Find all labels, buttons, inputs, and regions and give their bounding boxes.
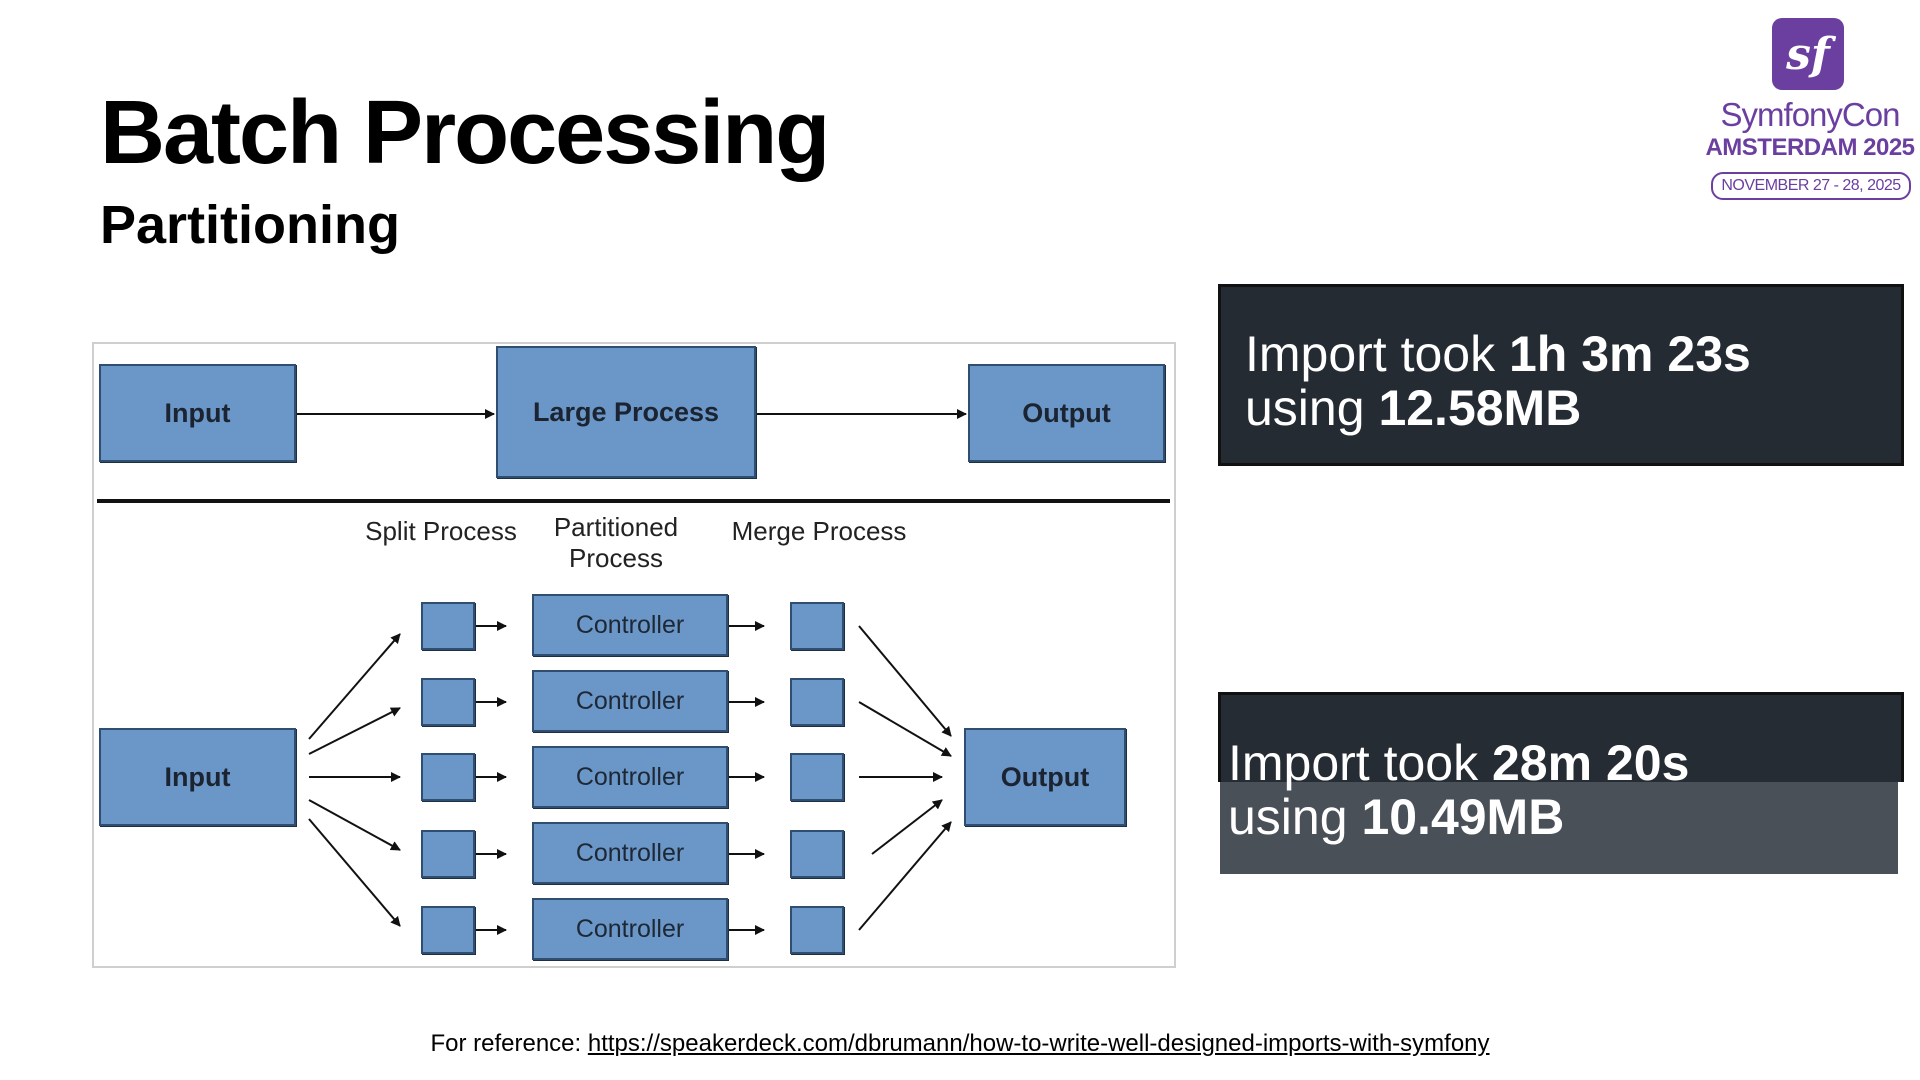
merge-box	[790, 602, 844, 650]
split-box	[421, 906, 475, 954]
import-before-line2: using 12.58MB	[1245, 380, 1582, 436]
arrow-split-2	[308, 707, 401, 755]
import-before-duration: 1h 3m 23s	[1509, 326, 1751, 382]
diagram-arrows	[296, 409, 967, 935]
slide-title: Batch Processing	[100, 83, 830, 183]
merge-box	[790, 906, 844, 954]
import-after-line2: using 10.49MB	[1228, 789, 1565, 845]
split-process-label: Split Process	[365, 516, 517, 546]
merge-box	[790, 830, 844, 878]
merge-process-label: Merge Process	[731, 516, 907, 546]
divider-line	[97, 499, 1170, 503]
footer-prefix: For reference:	[430, 1030, 588, 1057]
merge-box	[790, 753, 844, 801]
import-result-before: Import took 1h 3m 23s using 12.58MB	[1218, 284, 1904, 466]
controller-box: Controller	[532, 670, 728, 732]
top-input-box: Input	[99, 364, 296, 462]
partitioning-diagram: Input Large Process Output Split Process…	[92, 342, 1176, 968]
import-after-line1: Import took 28m 20s	[1228, 735, 1690, 791]
symfony-logo-icon: sf	[1772, 18, 1844, 90]
logo-city: AMSTERDAM 2025	[1705, 134, 1915, 161]
import-result-after-top	[1218, 692, 1904, 782]
import-after-memory: 10.49MB	[1361, 789, 1565, 845]
controller-box: Controller	[532, 594, 728, 656]
partitioned-process-label: Partitioned Process	[553, 512, 679, 574]
footer-reference: For reference: https://speakerdeck.com/d…	[0, 1030, 1920, 1058]
import-after-duration: 28m 20s	[1492, 735, 1690, 791]
arrow-merge-2	[858, 701, 952, 757]
split-box	[421, 602, 475, 650]
large-process-box: Large Process	[496, 346, 756, 478]
top-output-box: Output	[968, 364, 1165, 462]
controller-box: Controller	[532, 822, 728, 884]
split-box	[421, 830, 475, 878]
arrow-split-1	[308, 633, 401, 740]
split-box	[421, 753, 475, 801]
split-box	[421, 678, 475, 726]
controller-box: Controller	[532, 898, 728, 960]
reference-link[interactable]: https://speakerdeck.com/dbrumann/how-to-…	[587, 1030, 1490, 1057]
import-result-after-bottom	[1220, 782, 1898, 874]
bottom-output-box: Output	[964, 728, 1126, 826]
arrow-split-4	[308, 799, 401, 851]
arrow-merge-5	[858, 821, 952, 931]
logo-dates: NOVEMBER 27 - 28, 2025	[1711, 172, 1911, 200]
import-before-memory: 12.58MB	[1378, 380, 1582, 436]
arrow-merge-1	[858, 625, 952, 737]
controller-box: Controller	[532, 746, 728, 808]
arrow-split-5	[308, 818, 401, 927]
bottom-input-box: Input	[99, 728, 296, 826]
symfonycon-logo: sf SymfonyCon AMSTERDAM 2025 NOVEMBER 27…	[1700, 18, 1920, 208]
slide-subtitle: Partitioning	[100, 195, 400, 255]
logo-name: SymfonyCon	[1720, 96, 1901, 133]
import-before-line1: Import took 1h 3m 23s	[1245, 326, 1751, 382]
arrow-merge-4	[871, 799, 943, 855]
merge-box	[790, 678, 844, 726]
